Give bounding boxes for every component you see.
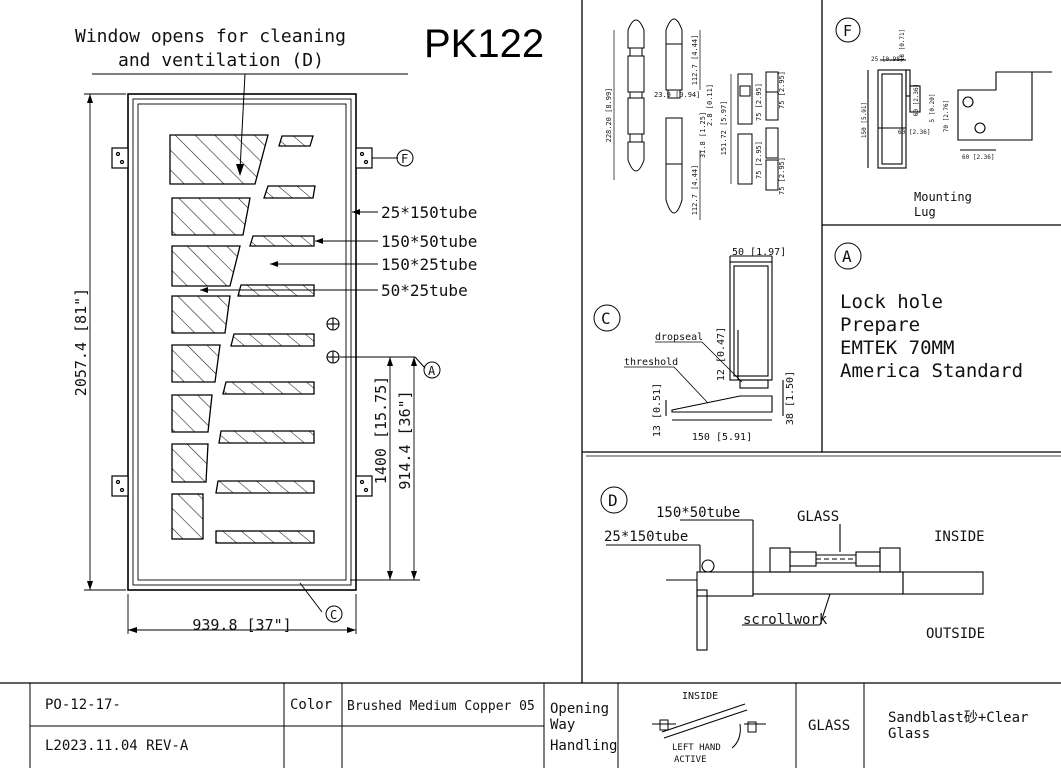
detail-C-seal-dim: 12 [0.47] [716,327,727,381]
dimension-lines [84,93,420,634]
title-opening-2: Way [550,717,575,733]
detail-A-line-2: Prepare [840,314,920,336]
dim-door-height: 2057.4 [81"] [72,288,90,396]
hinge-dim-4: 2.8 [0.11] [706,84,714,126]
detail-F-caption-2: Lug [914,205,936,219]
detail-C-dropseal: dropseal [655,332,703,343]
detail-F-dim-6: 60 [2.36] [898,129,931,136]
hinge-dim-9: 75 [2.95] [778,71,786,109]
callout-A: A [428,364,436,378]
detail-D-scrollwork: scrollwork [743,612,828,628]
detail-D-inside: INSIDE [934,529,985,545]
hinge-dimension-lines [613,30,732,220]
detail-C-circle [593,304,621,332]
detail-F-dim-5: 70 [2.76] [943,100,950,133]
detail-F-dim-2: 18 [0.71] [899,29,906,62]
detail-D-circle [600,486,628,514]
opening-way-diagram [652,703,766,749]
detail-F-dim-7: 150 [5.91] [861,102,868,138]
title-glass-2: Glass [888,726,930,742]
caption-line-1: Window opens for cleaning [75,26,346,47]
label-25x150-tube: 25*150tube [381,203,477,222]
title-opening-hand-2: ACTIVE [674,755,707,765]
detail-F-drawing [867,59,1052,169]
detail-F-label: F [843,22,852,40]
sheet-frame [0,0,1061,684]
lock-holes [326,317,340,364]
detail-D-label: D [608,491,618,510]
door-mid-frame [132,98,352,586]
title-glass-1: Sandblast砂+Clear [888,710,1028,726]
detail-A-line-4: America Standard [840,360,1023,382]
hinge-dim-10: 75 [2.95] [755,141,763,179]
door-elevation [127,93,357,591]
dim-handle-height: 914.4 [36"] [396,390,414,489]
detail-D-tube1: 150*50tube [656,505,740,521]
label-150x50-tube: 150*50tube [381,232,477,251]
dim-door-width: 939.8 [37"] [192,616,291,634]
title-po: PO-12-17- [45,697,121,713]
title-opening-hand-1: LEFT HAND [672,743,721,753]
mounting-lugs [111,147,373,497]
label-50x25-tube: 50*25tube [381,281,468,300]
detail-D-tube2: 25*150tube [604,529,688,545]
detail-F-dim-1: 25 [0.98] [871,56,904,63]
hinge-dim-2: 112.7 [4.44] [691,35,699,86]
hinge-dim-3: 23.9 [0.94] [654,91,700,99]
dimension-arrows [87,94,417,633]
callout-C: C [330,608,337,622]
detail-F-dim-3: 60 [2.36] [913,84,920,117]
detail-C-left-dim: 13 [0.51] [652,383,663,437]
detail-D-glass: GLASS [797,509,839,525]
door-glass-right [215,135,316,544]
hinge-dim-6: 31.8 [1.25] [699,112,707,158]
detail-F-caption-1: Mounting [914,190,972,204]
title-color-value: Brushed Medium Copper 05 [347,699,535,714]
title-opening-1: Opening [550,701,609,717]
detail-A-line-3: EMTEK 70MM [840,337,954,359]
detail-C-bottom-dim: 150 [5.91] [692,432,752,443]
hinge-dim-1: 228.20 [8.99] [605,88,613,143]
callout-F: F [401,152,408,166]
door-inner-frame [137,103,347,581]
detail-A-circle [834,242,862,270]
detail-F-circle [835,17,861,43]
title-color-label: Color [290,697,332,713]
detail-D-outside: OUTSIDE [926,626,985,642]
hinge-dim-5: 151.72 [5.97] [720,101,728,156]
detail-C-right-dim: 38 [1.50] [785,371,796,425]
detail-C-drawing [665,255,784,421]
detail-C-top-dim: 50 [1.97] [732,247,786,258]
caption-line-2: and ventilation (D) [118,50,324,71]
detail-F-dim-8: 60 [2.36] [962,154,995,161]
callout-arrows [200,209,360,293]
door-callouts [200,149,441,623]
label-150x25-tube: 150*25tube [381,255,477,274]
title-opening-inside: INSIDE [682,691,718,702]
hinge-dim-7: 112.7 [4.44] [691,165,699,216]
detail-A-line-1: Lock hole [840,291,943,313]
detail-C-leaders [624,341,743,404]
door-outer-frame [127,93,357,591]
hinge-detail [627,18,779,214]
title-revision: L2023.11.04 REV-A [45,738,189,754]
detail-C-label: C [601,309,611,328]
detail-F-dim-4: 5 [0.20] [929,94,936,123]
drawing-title: PK122 [424,22,544,66]
hinge-dim-8: 75 [2.95] [755,83,763,121]
title-opening-3: Handling [550,738,617,754]
door-glass-left [169,134,269,540]
dim-lock-height: 1400 [15.75] [372,376,390,484]
hinge-dim-11: 75 [2.95] [778,157,786,195]
title-glass-label: GLASS [808,718,850,734]
detail-D-drawing [606,519,984,651]
detail-C-threshold: threshold [624,357,678,368]
operable-window-panel [169,134,269,185]
detail-A-label: A [842,247,852,266]
title-block-grid [29,683,865,768]
